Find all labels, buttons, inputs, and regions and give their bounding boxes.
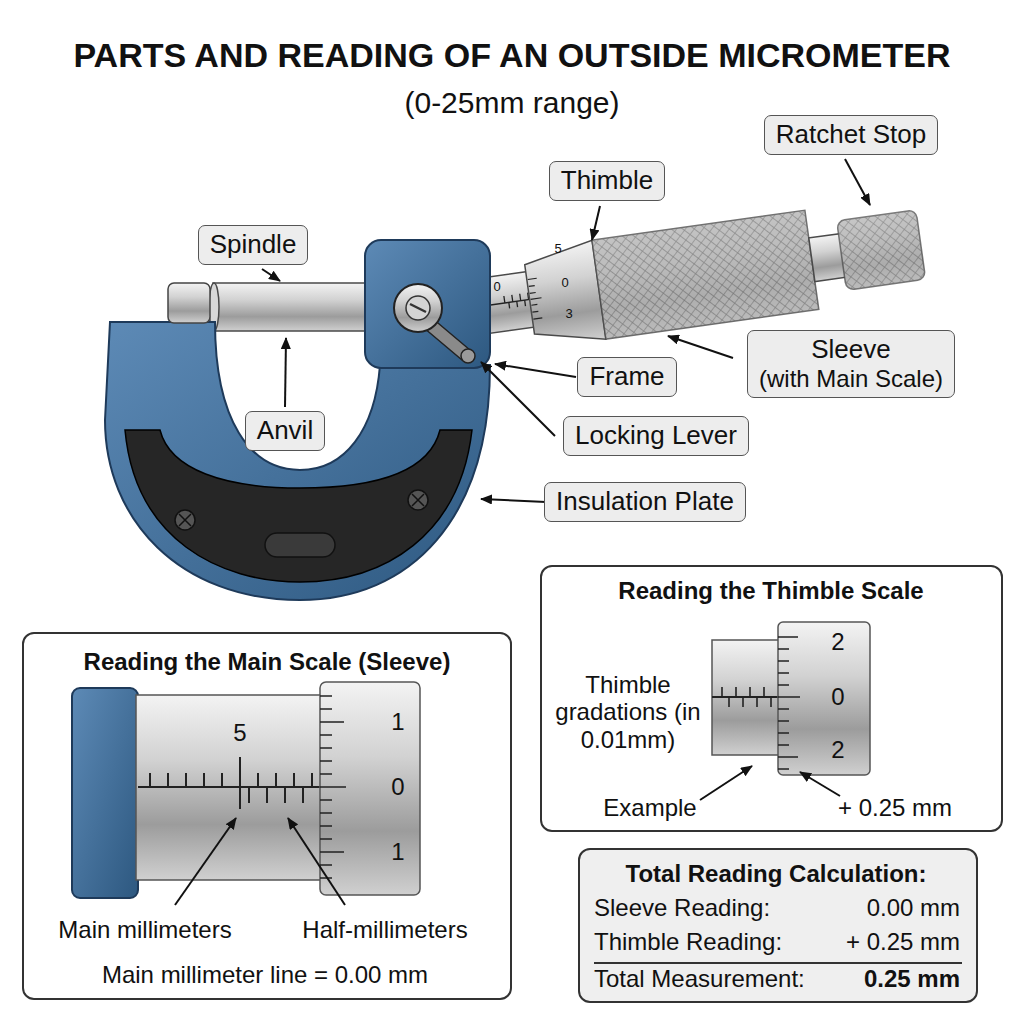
part-name: Spindle: [210, 229, 297, 260]
scale-number: 3: [565, 307, 572, 322]
scale-number: 5: [233, 719, 246, 747]
part-label: Anvil: [245, 411, 325, 450]
calculation-text: Total Measurement:: [594, 965, 805, 993]
separator-line: [594, 962, 962, 964]
part-name: Ratchet Stop: [776, 119, 926, 150]
main-scale-illustration: [72, 682, 420, 905]
calculation-text: + 0.25 mm: [846, 928, 960, 956]
scale-number: 0: [561, 276, 568, 291]
part-name: Thimble: [561, 165, 653, 196]
part-label: Thimble: [549, 161, 665, 200]
diagram-title: PARTS AND READING OF AN OUTSIDE MICROMET…: [73, 36, 950, 75]
panel-heading: Total Reading Calculation:: [626, 860, 927, 888]
annotation: + 0.25 mm: [838, 794, 952, 822]
scale-number: 2: [831, 736, 844, 764]
info-panel: Reading the Main Scale (Sleeve): [22, 632, 512, 1000]
annotation: Main millimeters: [58, 916, 231, 944]
thimble-scale-illustration: [700, 622, 870, 800]
part-label: Locking Lever: [563, 416, 749, 455]
calculation-text: 0.00 mm: [867, 894, 960, 922]
part-label: Ratchet Stop: [764, 115, 938, 154]
scale-number: 0: [391, 773, 404, 801]
scale-number: 1: [391, 838, 404, 866]
part-name: Frame: [589, 361, 664, 392]
panel-heading: Reading the Thimble Scale: [618, 577, 923, 605]
annotation: Example: [603, 794, 696, 822]
part-label: Spindle: [198, 225, 309, 264]
part-name: Insulation Plate: [556, 486, 734, 517]
calculation-text: 0.25 mm: [864, 965, 960, 993]
annotation: Thimble gradations (in 0.01mm): [553, 671, 703, 754]
scale-number: 2: [831, 628, 844, 656]
note: Main millimeter line = 0.00 mm: [102, 961, 428, 989]
scale-number: 0: [493, 280, 500, 295]
calculation-text: Sleeve Reading:: [594, 894, 770, 922]
panel-heading: Reading the Main Scale (Sleeve): [84, 648, 451, 676]
calculation-text: Thimble Reading:: [594, 928, 782, 956]
scale-number: 5: [554, 242, 561, 257]
scale-number: 0: [831, 683, 844, 711]
subtitle: (0-25mm range): [404, 86, 619, 121]
part-name: (with Main Scale): [759, 365, 943, 394]
part-name: Anvil: [257, 415, 313, 446]
part-name: Locking Lever: [575, 420, 737, 451]
part-label: Frame: [577, 357, 676, 396]
calculation-box: Total Reading Calculation: Sleeve Reading…: [578, 848, 978, 1003]
part-label: Insulation Plate: [544, 482, 746, 521]
scale-number: 1: [391, 708, 404, 736]
part-name: Sleeve: [759, 334, 943, 365]
annotation: Half-millimeters: [302, 916, 467, 944]
part-label: Sleeve(with Main Scale): [747, 330, 955, 398]
